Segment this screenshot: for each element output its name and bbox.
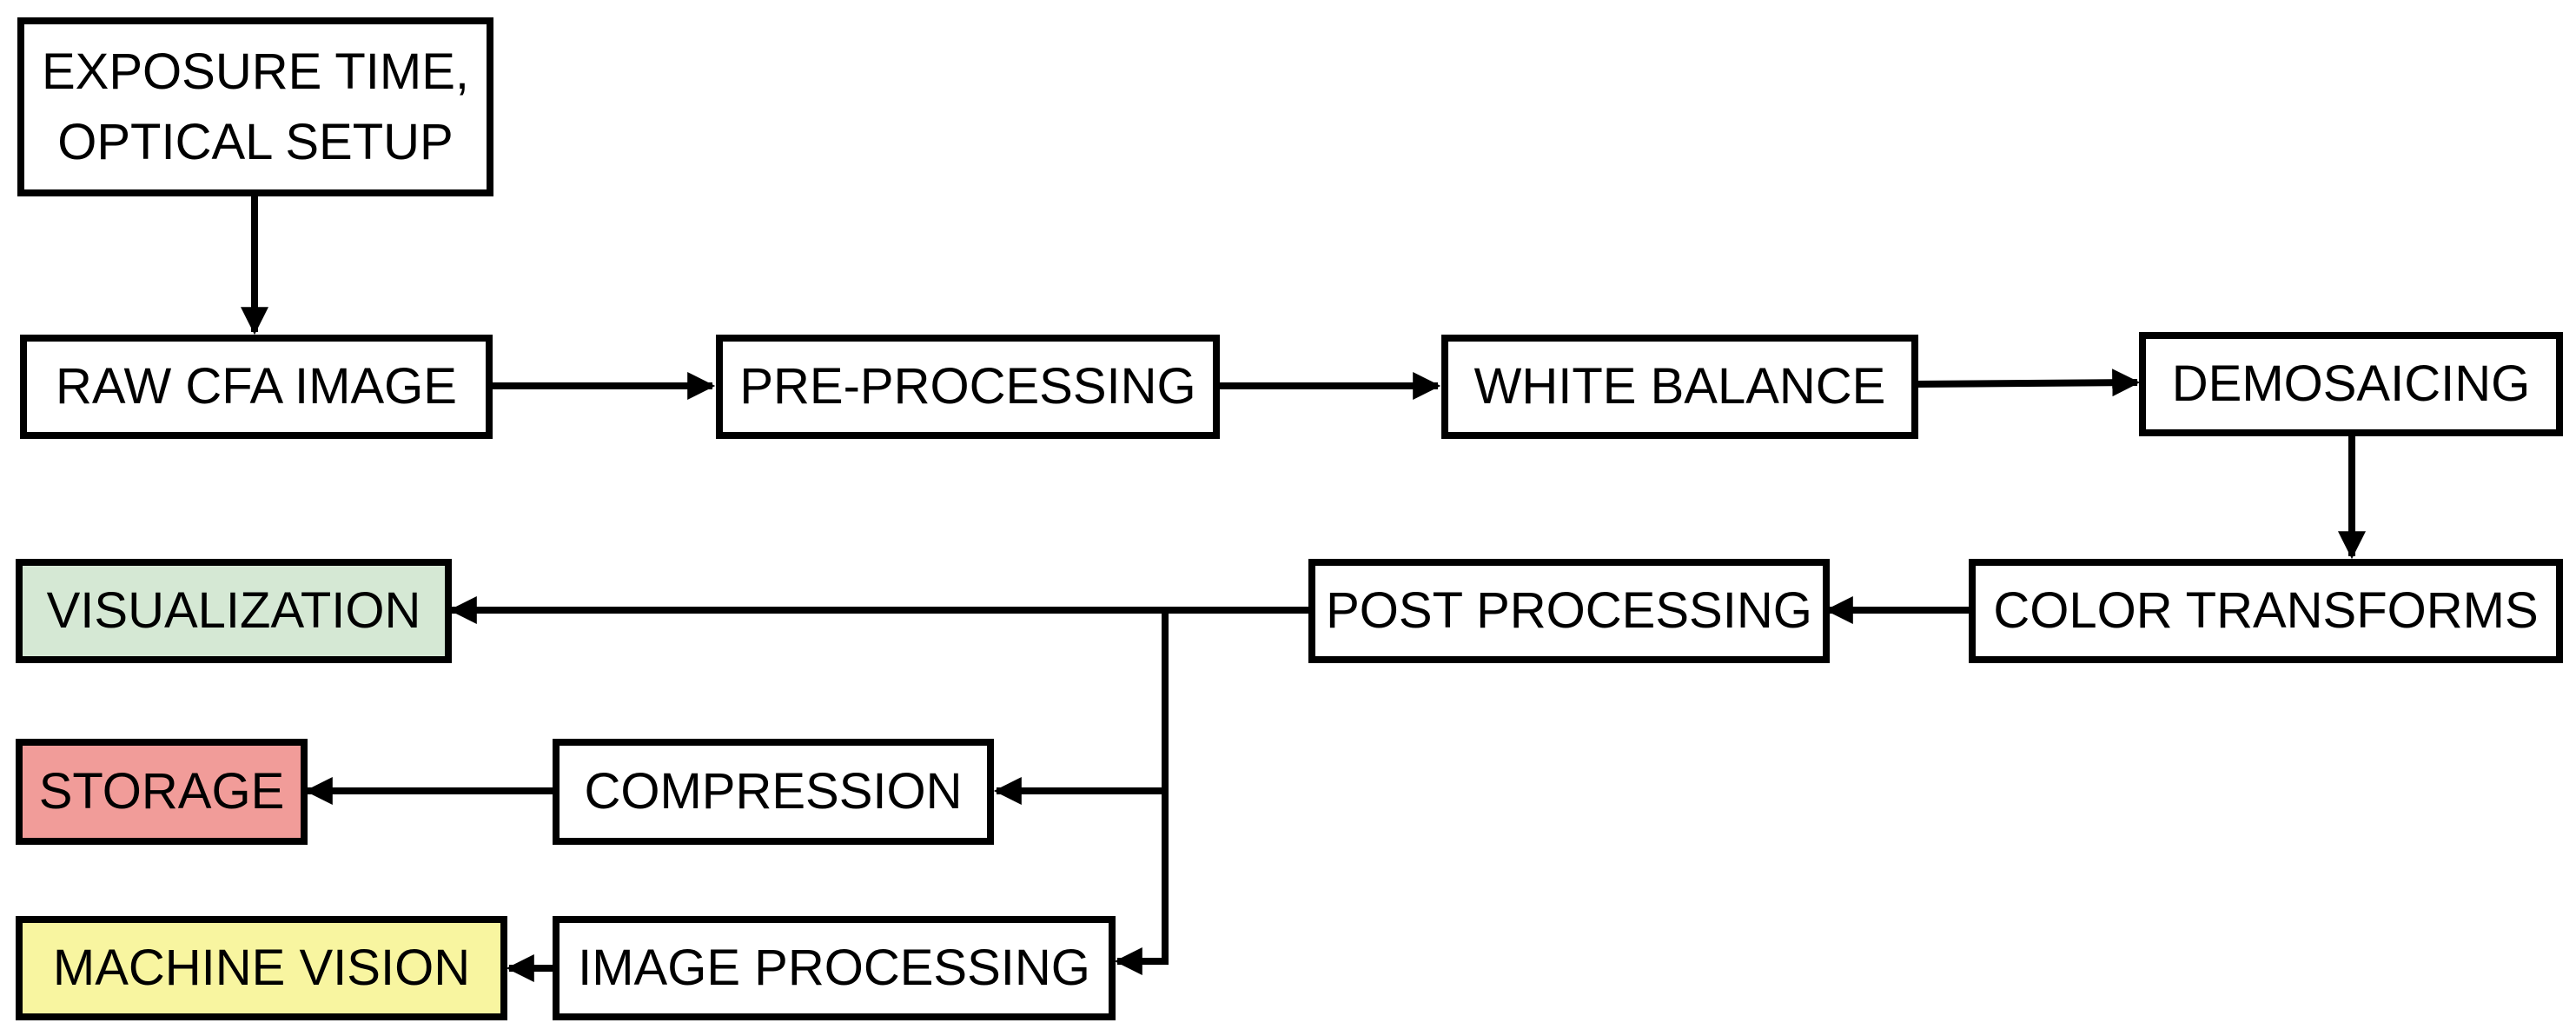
node-visualization: VISUALIZATION (16, 559, 452, 663)
node-image-processing: IMAGE PROCESSING (553, 916, 1116, 1020)
node-exposure-optics: EXPOSURE TIME, OPTICAL SETUP (17, 17, 493, 196)
node-raw-cfa-image: RAW CFA IMAGE (20, 335, 493, 439)
node-compression: COMPRESSION (553, 739, 994, 845)
node-post-processing: POST PROCESSING (1308, 559, 1830, 663)
edge-white-balance-to-demosaicing (1914, 369, 2141, 397)
node-color-transforms: COLOR TRANSFORMS (1969, 559, 2563, 663)
node-pre-processing: PRE-PROCESSING (716, 335, 1220, 439)
node-white-balance: WHITE BALANCE (1441, 335, 1918, 439)
node-machine-vision: MACHINE VISION (16, 916, 507, 1020)
node-storage: STORAGE (16, 739, 308, 845)
node-demosaicing: DEMOSAICING (2139, 332, 2563, 436)
